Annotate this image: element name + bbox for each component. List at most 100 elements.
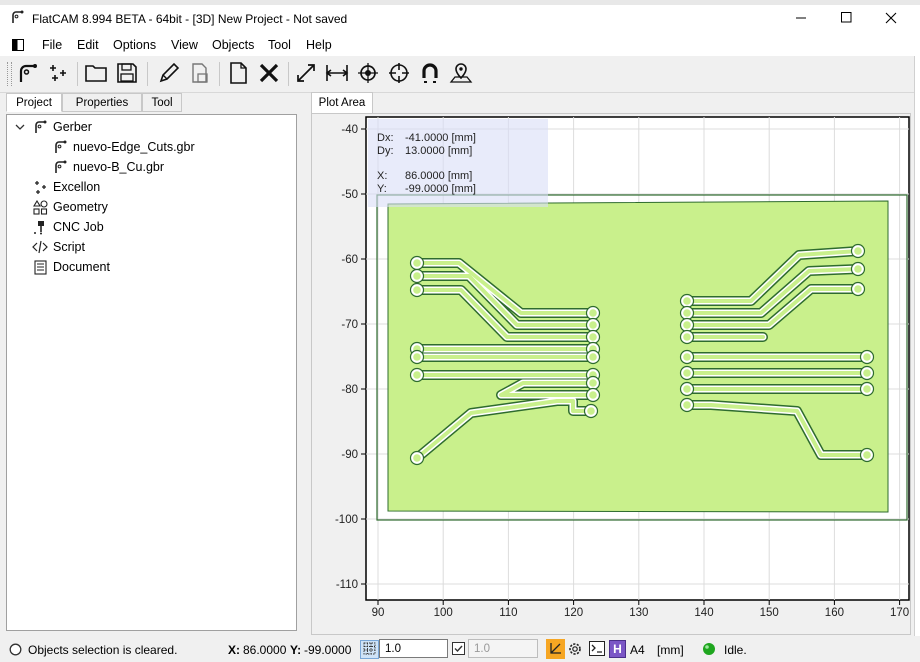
- edit-pencil-icon: [158, 62, 180, 87]
- grid-snap-toggle[interactable]: [360, 640, 379, 659]
- menu-file[interactable]: File: [42, 38, 63, 52]
- pad-copper: [589, 391, 597, 399]
- pad-copper: [683, 401, 691, 409]
- save-edit-button[interactable]: [187, 61, 213, 87]
- y-tick-label: -60: [341, 254, 358, 266]
- menu-objects[interactable]: Objects: [212, 38, 255, 52]
- board-copper-fill: [387, 200, 889, 513]
- maximize-button[interactable]: [826, 8, 866, 30]
- y-tick-label: -110: [336, 579, 358, 591]
- tree-label-b-cu: nuevo-B_Cu.gbr: [73, 160, 165, 174]
- pad-copper: [863, 353, 871, 361]
- tree-label-geometry: Geometry: [53, 200, 108, 214]
- x-tick-label: 130: [629, 607, 648, 619]
- shell-button[interactable]: [589, 641, 605, 659]
- snap-magnet-button[interactable]: [417, 61, 443, 87]
- tab-properties[interactable]: Properties: [62, 93, 142, 112]
- open-project-button[interactable]: [83, 61, 109, 87]
- tree-label-cnc-job: CNC Job: [53, 220, 104, 234]
- maximize-icon: [840, 12, 852, 26]
- info-x-value: 86.0000 [mm]: [405, 170, 472, 182]
- panel-toggle-icon[interactable]: [12, 39, 24, 54]
- save-copy-icon: [189, 62, 211, 87]
- tab-tool[interactable]: Tool: [142, 93, 182, 112]
- y-tick-label: -50: [341, 189, 358, 201]
- app-state: Idle.: [724, 643, 747, 657]
- set-origin-button[interactable]: [386, 61, 412, 87]
- pad-copper: [683, 369, 691, 377]
- tree-item-cnc-job[interactable]: CNC Job: [32, 218, 104, 236]
- snap-center-button[interactable]: [355, 61, 381, 87]
- tree-label-excellon: Excellon: [53, 180, 101, 194]
- pad-copper: [413, 454, 421, 462]
- x-tick-label: 170: [890, 607, 909, 619]
- board-edge-cuts: [376, 194, 908, 521]
- tree-item-edge-cuts[interactable]: nuevo-Edge_Cuts.gbr: [52, 138, 195, 156]
- close-window-button[interactable]: [871, 8, 911, 30]
- grid-link-checkbox[interactable]: [452, 642, 465, 658]
- menu-view[interactable]: View: [171, 38, 198, 52]
- geometry-icon: [32, 199, 48, 215]
- menu-tool[interactable]: Tool: [268, 38, 291, 52]
- pad-copper: [863, 369, 871, 377]
- delete-object-button[interactable]: [256, 61, 282, 87]
- tree-item-script[interactable]: Script: [32, 238, 85, 256]
- chevron-down-icon[interactable]: [12, 123, 28, 131]
- axis-toggle-button[interactable]: [546, 639, 565, 659]
- pad-copper: [854, 247, 862, 255]
- tree-item-gerber[interactable]: Gerber: [12, 118, 92, 136]
- tab-plot-area[interactable]: Plot Area: [311, 92, 373, 113]
- plot-y-axis: -40-50-60-70-80-90-100-110: [335, 124, 366, 591]
- edit-object-button[interactable]: [156, 61, 182, 87]
- paper-size[interactable]: A4: [630, 643, 645, 657]
- tree-item-excellon[interactable]: Excellon: [32, 178, 100, 196]
- info-dy-label: Dy:: [377, 145, 394, 157]
- pad-copper: [413, 371, 421, 379]
- grid-y-input[interactable]: 1.0: [468, 639, 538, 658]
- minimize-button[interactable]: [781, 8, 821, 30]
- toolbar-grip[interactable]: [7, 62, 12, 86]
- x-tick-label: 90: [372, 607, 385, 619]
- zoom-fit-icon: [295, 62, 317, 87]
- tree-item-geometry[interactable]: Geometry: [32, 198, 108, 216]
- grid-x-input[interactable]: 1.0: [379, 639, 448, 658]
- status-y-label: Y:: [290, 643, 302, 657]
- pad-copper: [683, 333, 691, 341]
- menu-help[interactable]: Help: [306, 38, 332, 52]
- save-icon: [117, 62, 137, 86]
- gerber-icon: [17, 62, 39, 87]
- open-gerber-button[interactable]: [15, 61, 41, 87]
- pad-copper: [413, 353, 421, 361]
- plot-canvas[interactable]: Dx: -41.0000 [mm] Dy: 13.0000 [mm] X: 86…: [311, 113, 911, 635]
- menu-edit[interactable]: Edit: [77, 38, 99, 52]
- distance-tool-button[interactable]: [324, 61, 350, 87]
- tree-item-document[interactable]: Document: [32, 258, 110, 276]
- pad-copper: [854, 265, 862, 273]
- tab-project[interactable]: Project: [6, 93, 62, 112]
- open-excellon-button[interactable]: [45, 61, 71, 87]
- pad-copper: [587, 407, 595, 415]
- x-tick-label: 160: [825, 607, 844, 619]
- gerber-icon: [32, 119, 48, 135]
- new-document-button[interactable]: [225, 61, 251, 87]
- y-tick-label: -70: [341, 319, 358, 331]
- tree-label-document: Document: [53, 260, 110, 274]
- y-tick-label: -40: [341, 124, 358, 136]
- toolbar-separator: [147, 62, 148, 86]
- location-button[interactable]: [448, 61, 474, 87]
- hud-toggle-button[interactable]: H: [609, 640, 626, 658]
- pad-copper: [863, 385, 871, 393]
- tree-item-b-cu[interactable]: nuevo-B_Cu.gbr: [52, 158, 164, 176]
- zoom-fit-button[interactable]: [293, 61, 319, 87]
- menu-options[interactable]: Options: [113, 38, 157, 52]
- location-pin-icon: [449, 62, 473, 87]
- save-project-button[interactable]: [114, 61, 140, 87]
- pad-copper: [854, 285, 862, 293]
- window-title: FlatCAM 8.994 BETA - 64bit - [3D] New Pr…: [32, 12, 348, 26]
- units-label[interactable]: [mm]: [657, 643, 684, 657]
- right-scroll-gutter: [914, 56, 920, 636]
- status-y-value: -99.0000: [304, 643, 352, 657]
- board-traces: [409, 243, 875, 466]
- preferences-button[interactable]: [567, 641, 583, 660]
- tree-label-gerber: Gerber: [53, 120, 92, 134]
